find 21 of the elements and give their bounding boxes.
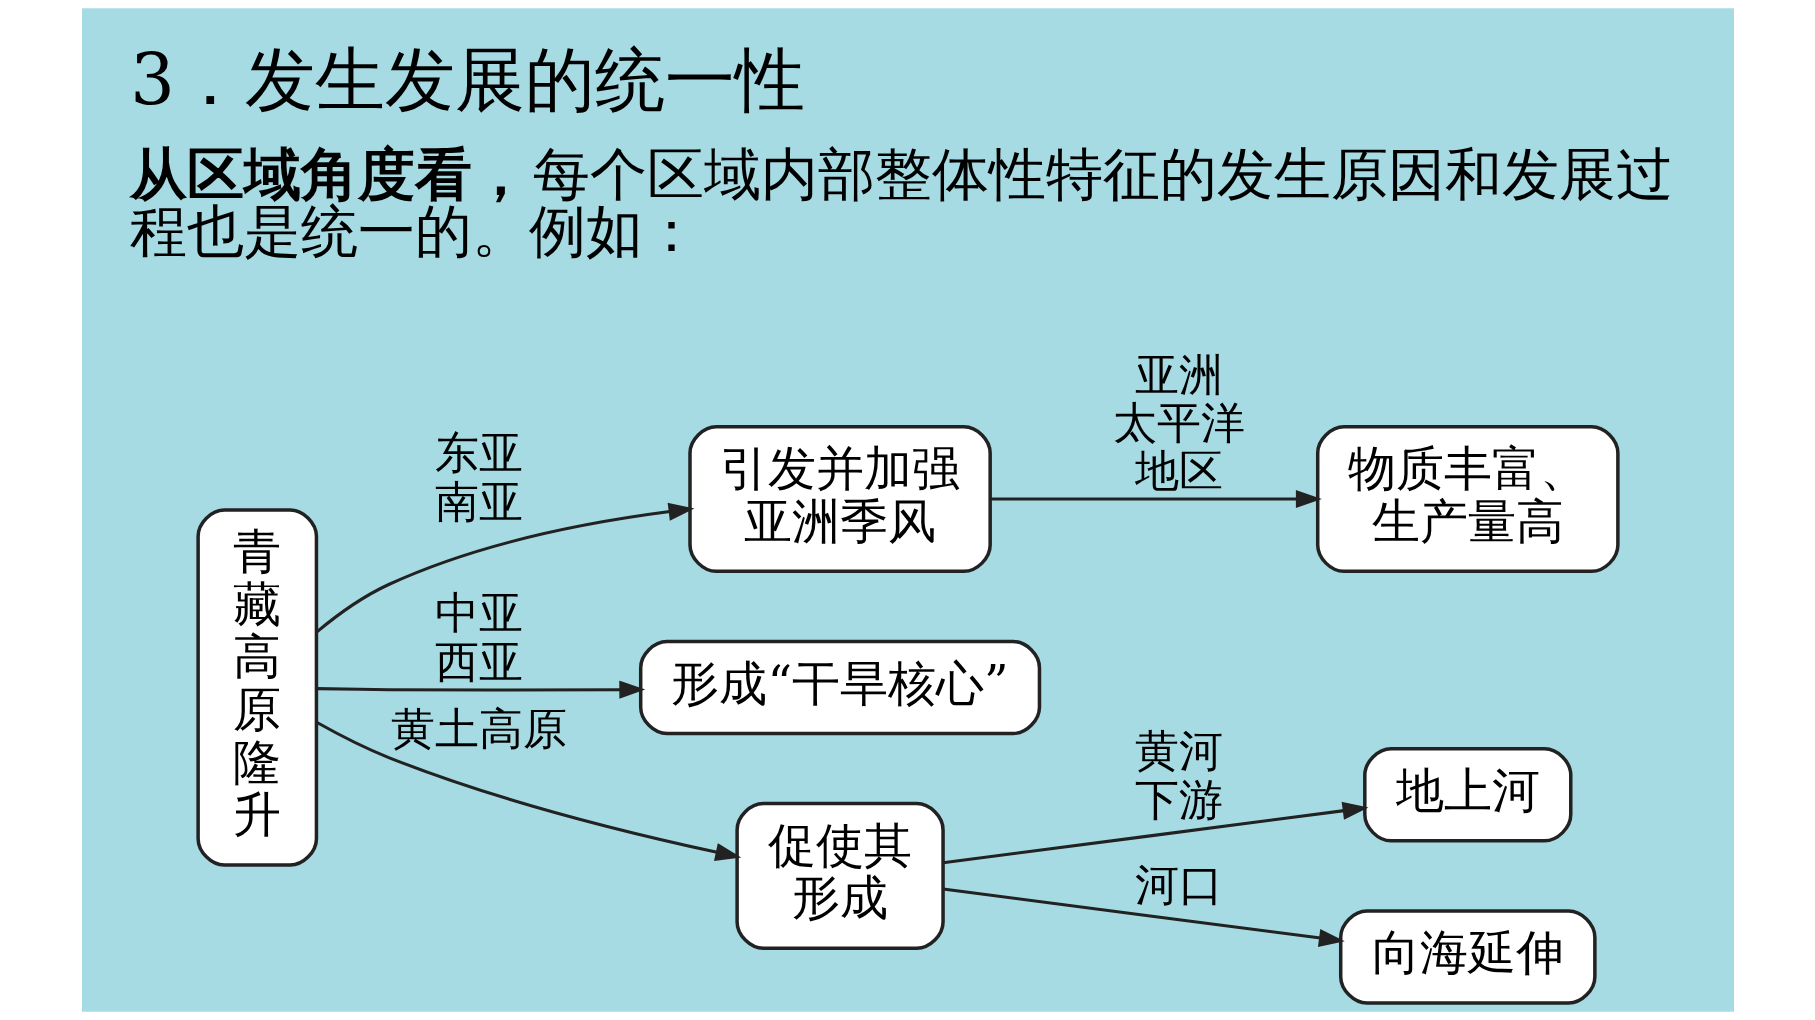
edge-label: 黄河下游 (1134, 725, 1223, 825)
node-box: 引发并加强亚洲季风 (687, 425, 992, 574)
node-box: 促使其形成 (734, 801, 945, 950)
caption: 从区域角度看，每个区域内部整体性特征的发生原因和发展过程也是统一的。例如： (129, 141, 1673, 265)
node-box: 地上河 (1362, 747, 1573, 843)
node-box: 物质丰富、生产量高 (1315, 425, 1620, 574)
arrow (942, 887, 1345, 947)
edge-label: 东亚南亚 (434, 427, 523, 527)
node-box: 形成“干旱核心” (638, 639, 1041, 736)
arrow (990, 489, 1322, 509)
diagram-title: 3．发生发展的统一性 (129, 38, 805, 121)
arrow (315, 502, 694, 634)
arrow (316, 680, 645, 699)
edge-label: 河口 (1134, 858, 1223, 910)
edge-label: 黄土高原 (390, 703, 567, 755)
node-box: 青藏高原隆升 (195, 508, 318, 867)
node-box: 向海延伸 (1338, 909, 1597, 1005)
edge-label: 中亚西亚 (434, 587, 523, 687)
arrow (315, 720, 741, 861)
arrow (942, 801, 1368, 865)
edge-label: 亚洲太平洋地区 (1112, 348, 1245, 496)
